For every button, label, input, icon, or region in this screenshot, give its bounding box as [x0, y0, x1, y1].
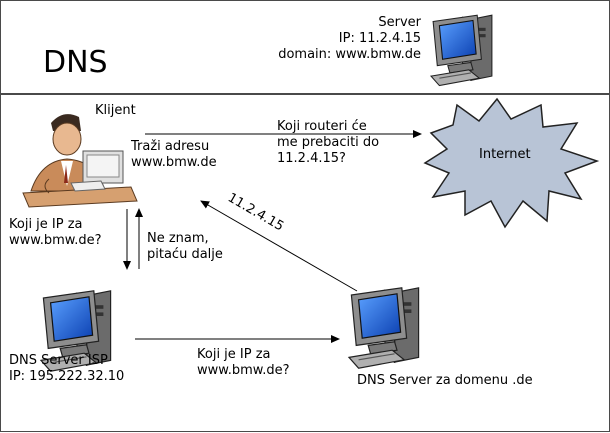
- routers-question-text: Koji routeri će me prebaciti do 11.2.4.1…: [277, 119, 379, 167]
- isp-query-line2: www.bmw.de?: [197, 363, 290, 378]
- isp-query-line1: Koji je IP za: [197, 347, 271, 362]
- client-query-line2: www.bmw.de?: [9, 233, 102, 248]
- internet-cloud-shape: [423, 97, 600, 229]
- isp-reply-text: Ne znam, pitaću dalje: [147, 231, 223, 263]
- client-request-text: Traži adresu www.bmw.de: [131, 139, 217, 171]
- answer-arrow: [200, 200, 358, 292]
- client-person-icon: [22, 114, 138, 208]
- isp-server-label: DNS Server ISP IP: 195.222.32.10: [9, 353, 124, 385]
- client-request-line2: www.bmw.de: [131, 155, 217, 170]
- client-query-text: Koji je IP za www.bmw.de?: [9, 217, 101, 249]
- routers-question-line3: 11.2.4.15?: [277, 151, 346, 166]
- server-domain-label: domain: www.bmw.de: [278, 47, 421, 62]
- server-computer-icon: [430, 14, 493, 87]
- domain-server-label: DNS Server za domenu .de: [357, 373, 533, 388]
- client-label: Klijent: [95, 103, 136, 118]
- answer-ip-label: 11.2.4.15: [225, 190, 286, 234]
- client-request-line1: Traži adresu: [131, 139, 210, 154]
- isp-server-ip: IP: 195.222.32.10: [9, 369, 125, 384]
- server-label-line1: Server: [378, 15, 421, 30]
- isp-reply-line1: Ne znam,: [147, 231, 209, 246]
- title-divider: [1, 93, 610, 95]
- domain-server-computer-icon: [348, 287, 420, 369]
- isp-query-text: Koji je IP za www.bmw.de?: [197, 347, 289, 379]
- slide-title: DNS: [43, 45, 108, 80]
- server-ip-label: IP: 11.2.4.15: [338, 31, 421, 46]
- internet-label: Internet: [479, 147, 531, 162]
- client-query-line1: Koji je IP za: [9, 217, 83, 232]
- server-label: Server IP: 11.2.4.15 domain: www.bmw.de: [1, 15, 421, 63]
- routers-question-line1: Koji routeri će: [277, 119, 367, 134]
- routers-question-line2: me prebaciti do: [277, 135, 380, 150]
- isp-server-name: DNS Server ISP: [9, 353, 108, 368]
- isp-reply-line2: pitaću dalje: [147, 247, 223, 262]
